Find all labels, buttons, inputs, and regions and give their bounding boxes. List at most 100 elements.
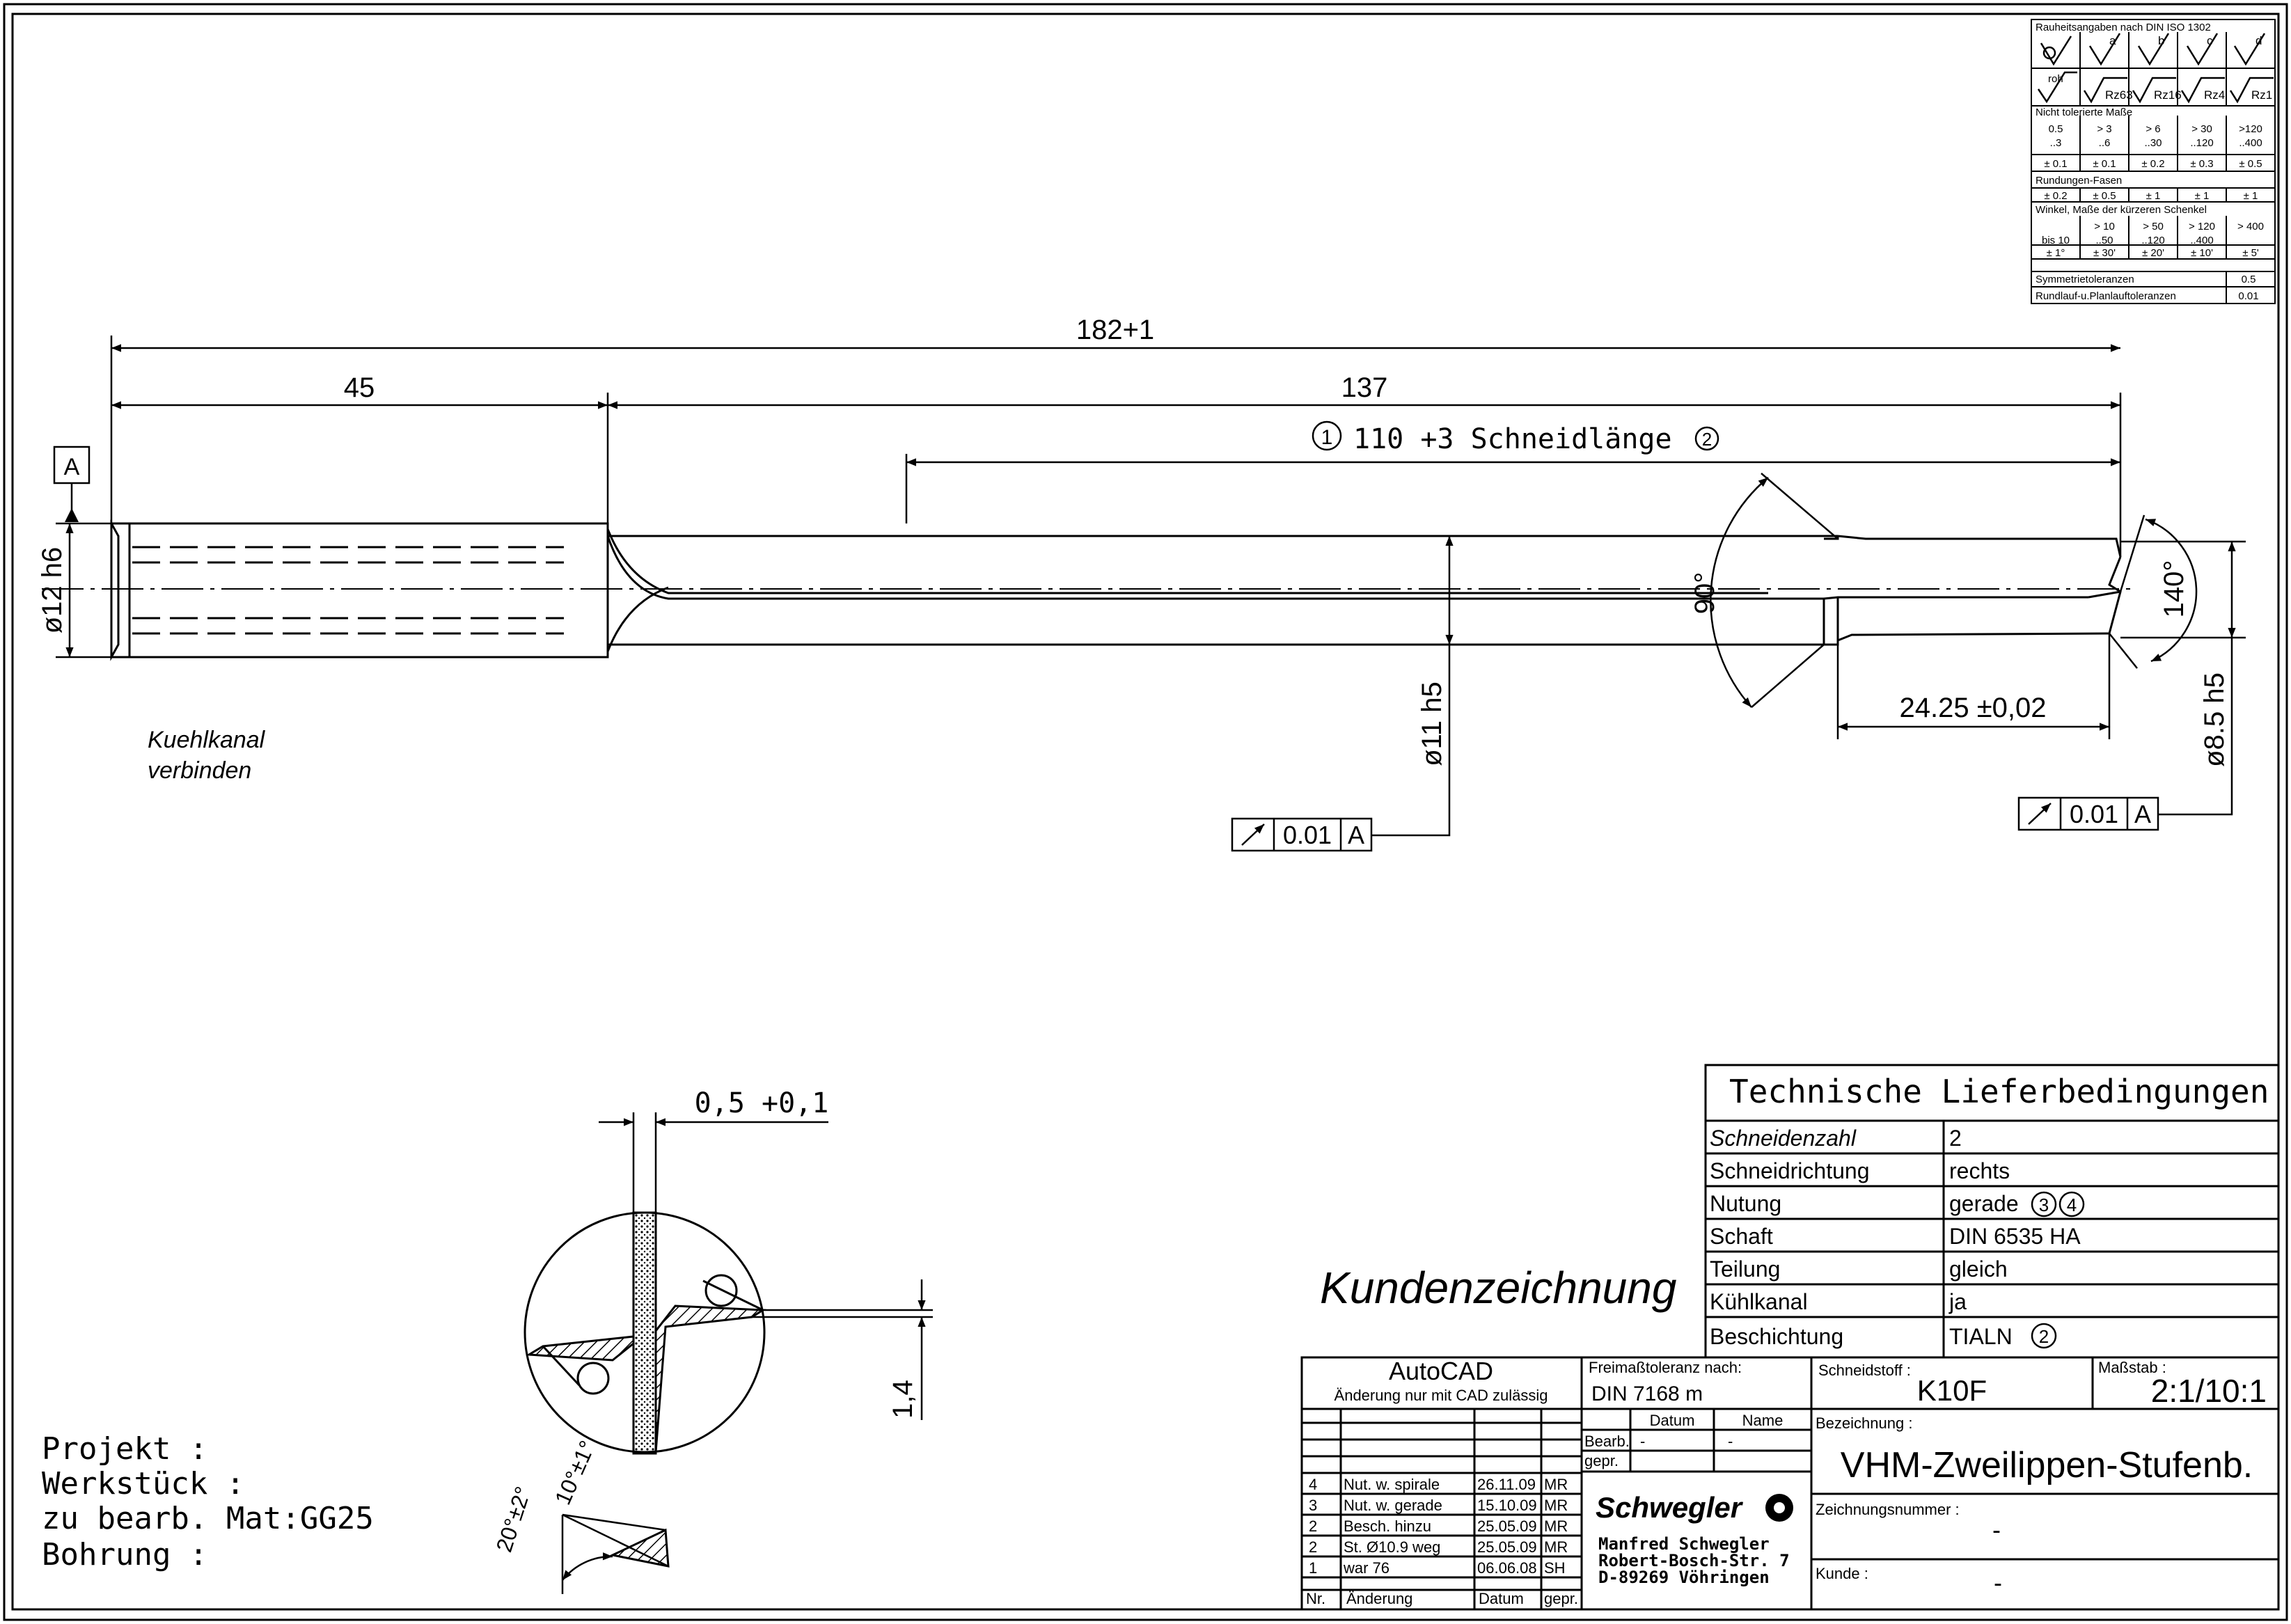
coolant-channels — [132, 546, 564, 635]
row-label: Nutung — [1710, 1191, 1781, 1216]
roughness-letter-a: a — [2109, 34, 2116, 47]
row-value: DIN 6535 HA — [1949, 1224, 2081, 1249]
dim-body-length: 137 — [1341, 372, 1388, 403]
dim-point-angle: 140° — [2159, 560, 2189, 618]
date-label: Datum — [1650, 1412, 1695, 1429]
row-value: rechts — [1949, 1158, 2010, 1183]
runout2-value: 0.01 — [2070, 800, 2118, 828]
material-field-value: K10F — [1917, 1374, 1987, 1407]
list-item: 3 — [1309, 1497, 1317, 1514]
svg-text:± 20': ± 20' — [2142, 247, 2164, 259]
company-name: Manfred Schwegler — [1598, 1534, 1770, 1554]
roughness-letter-c: c — [2207, 34, 2213, 47]
workpiece-label: Werkstück : — [42, 1466, 244, 1501]
autocad-label: AutoCAD — [1389, 1357, 1493, 1385]
list-item: 4 — [1309, 1476, 1317, 1493]
name-label: Name — [1742, 1412, 1784, 1429]
svg-text:± 10': ± 10' — [2191, 247, 2213, 259]
mark-3: 3 — [2039, 1195, 2049, 1215]
svg-text:..400: ..400 — [2239, 137, 2262, 149]
bearb-label: Bearb. — [1584, 1433, 1630, 1450]
list-item: MR — [1544, 1538, 1568, 1556]
title-block-grid — [1300, 1356, 2280, 1611]
svg-text:..30: ..30 — [2144, 137, 2162, 149]
dim-cut-length: 110 +3 Schneidlänge — [1353, 423, 1672, 455]
rev-header: Änderung — [1346, 1590, 1412, 1607]
svg-text:± 0.1: ± 0.1 — [2093, 158, 2116, 170]
company-city: D-89269 Vöhringen — [1598, 1568, 1770, 1587]
list-item: St. Ø10.9 weg — [1344, 1538, 1440, 1556]
row-value: gleich — [1949, 1256, 2008, 1282]
row-label: Kühlkanal — [1710, 1289, 1808, 1314]
svg-text:± 0.2: ± 0.2 — [2044, 190, 2067, 202]
inner-frame — [11, 13, 2280, 1611]
list-item: 26.11.09 — [1477, 1476, 1536, 1493]
dim-angle-10: 10°±1° — [550, 1437, 600, 1508]
svg-text:± 0.5: ± 0.5 — [2239, 158, 2262, 170]
list-item: war 76 — [1343, 1559, 1389, 1577]
svg-text:..120: ..120 — [2141, 235, 2164, 246]
material-label: zu bearb. Mat:GG25 — [42, 1501, 374, 1536]
row-label: Teilung — [1710, 1256, 1780, 1282]
svg-text:..400: ..400 — [2190, 235, 2213, 246]
customer-drawing-label: Kundenzeichnung — [1320, 1263, 1677, 1313]
symmetry-value: 0.5 — [2242, 274, 2256, 285]
roughness-value-a: Rz63 — [2105, 88, 2133, 102]
svg-text:..3: ..3 — [2050, 137, 2062, 149]
runout-label: Rundlauf-u.Planlauftoleranzen — [2036, 290, 2176, 302]
roughness-letter-b: b — [2158, 34, 2164, 47]
note-line1: Kuehlkanal — [148, 727, 266, 753]
svg-text:± 1°: ± 1° — [2047, 247, 2065, 259]
autocad-note: Änderung nur mit CAD zulässig — [1335, 1387, 1548, 1404]
dim-tip-dia: ø8.5 h5 — [2199, 672, 2230, 767]
rev-header: Nr. — [1306, 1590, 1325, 1607]
rounding-tolerances: ± 0.2 ± 0.5 ± 1 ± 1 ± 1 — [2044, 190, 2258, 202]
free-tolerance-label: Freimaßtoleranz nach: — [1589, 1359, 1742, 1376]
svg-text:± 1: ± 1 — [2146, 190, 2161, 202]
cut-length-num2: 2 — [1702, 429, 1712, 450]
list-item: 2 — [1309, 1517, 1317, 1535]
dim-shank-length: 45 — [344, 372, 375, 403]
datum-label: A — [64, 454, 80, 480]
delivery-title: Technische Lieferbedingungen — [1729, 1073, 2269, 1110]
scale-value: 2:1/10:1 — [2151, 1373, 2267, 1409]
svg-text:± 0.2: ± 0.2 — [2141, 158, 2164, 170]
tolerance-table — [2031, 19, 2276, 304]
note-line2: verbinden — [148, 757, 251, 784]
row-value: gerade — [1949, 1191, 2019, 1216]
dim-step-length: 24.25 ±0,02 — [1899, 693, 2046, 723]
roughness-value-d: Rz1 — [2251, 88, 2272, 102]
row-value: ja — [1948, 1289, 1967, 1314]
runout-frame-2 — [2017, 796, 2159, 831]
dimension-lines — [56, 336, 2246, 837]
symmetry-label: Symmetrietoleranzen — [2036, 274, 2134, 285]
delivery-rows: Schneidenzahl 2 Schneidrichtung rechts N… — [1710, 1126, 2081, 1349]
runout1-value: 0.01 — [1283, 821, 1332, 849]
svg-text:> 3: > 3 — [2097, 123, 2111, 135]
company-logo: Schwegler — [1596, 1491, 1744, 1524]
delivery-marks — [2031, 1191, 2085, 1349]
bore-label: Bohrung : — [42, 1537, 207, 1572]
rev-header: gepr. — [1544, 1590, 1578, 1607]
list-item: 1 — [1309, 1559, 1317, 1577]
svg-text:..6: ..6 — [2099, 137, 2111, 149]
svg-text:± 0.3: ± 0.3 — [2190, 158, 2213, 170]
revision-table: 4 Nut. w. spirale 26.11.09 MR 3 Nut. w. … — [1306, 1476, 1578, 1607]
list-item: 2 — [1309, 1538, 1317, 1556]
runout-value: 0.01 — [2238, 290, 2258, 302]
untoleranced-ranges: 0.5..3 > 3..6 > 6..30 > 30..120 >120..40… — [2044, 123, 2262, 170]
svg-text:>120: >120 — [2239, 123, 2262, 135]
bearb-name: - — [1728, 1433, 1733, 1450]
svg-text:0.5: 0.5 — [2049, 123, 2063, 135]
dim-overall: 182+1 — [1076, 315, 1154, 345]
roughness-symbols — [2037, 33, 2274, 104]
svg-text:± 5': ± 5' — [2242, 247, 2259, 259]
svg-text:> 10: > 10 — [2094, 221, 2115, 232]
customer-value: - — [1994, 1568, 2002, 1597]
svg-text:> 400: > 400 — [2237, 221, 2264, 232]
dim-section-width: 0,5 +0,1 — [695, 1087, 829, 1119]
list-item: 25.05.09 — [1477, 1517, 1537, 1535]
list-item: MR — [1544, 1476, 1568, 1493]
mark-4: 4 — [2067, 1195, 2077, 1215]
bearb-date: - — [1640, 1433, 1645, 1450]
